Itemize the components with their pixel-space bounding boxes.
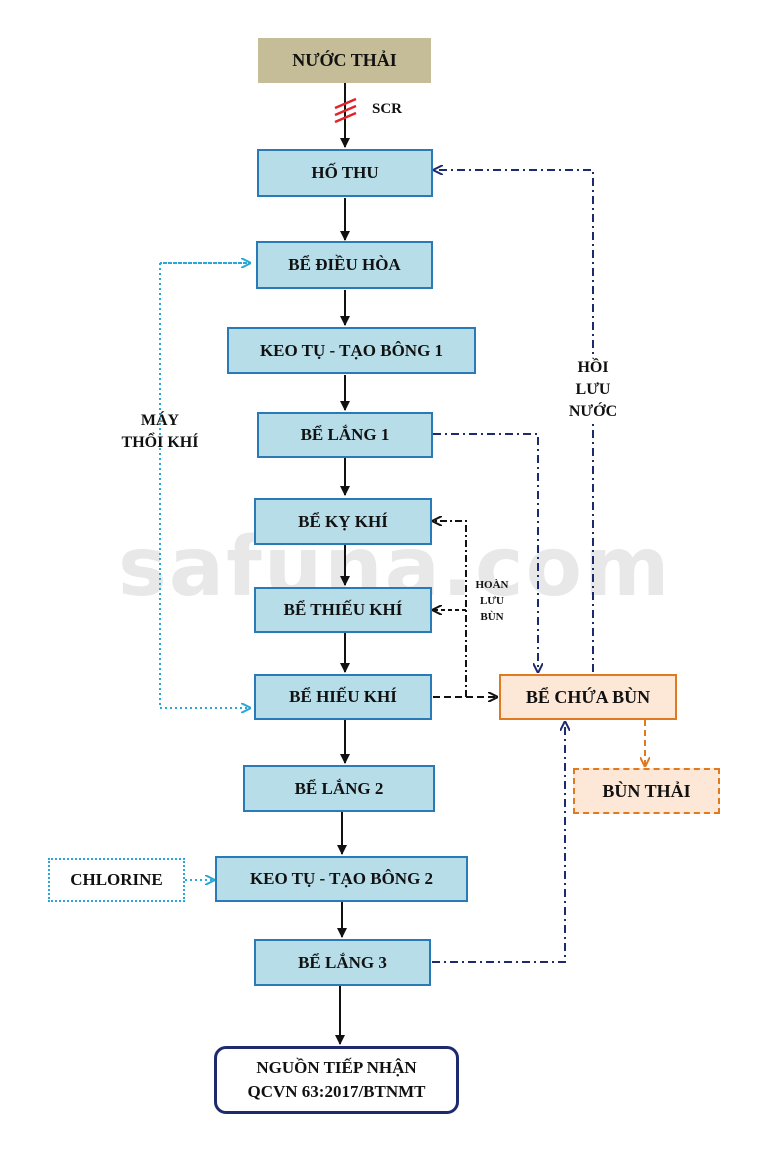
node-be-thieu-khi: BỂ THIẾU KHÍ bbox=[254, 587, 432, 633]
node-be-ky-khi: BỂ KỴ KHÍ bbox=[254, 498, 432, 545]
label-hoi-luu-nuoc: HỒI LƯU NƯỚC bbox=[553, 357, 633, 423]
label-may-thoi-khi: MÁY THỔI KHÍ bbox=[121, 412, 199, 451]
node-chlorine: CHLORINE bbox=[48, 858, 185, 902]
label-scr: SCR bbox=[372, 101, 403, 117]
node-bun-thai: BÙN THẢI bbox=[573, 768, 720, 814]
label-hoan-luu-bun: HOÀN LƯU BÙN bbox=[475, 579, 509, 623]
node-be-lang-2: BỂ LẮNG 2 bbox=[243, 765, 435, 812]
node-be-lang-3: BỂ LẮNG 3 bbox=[254, 939, 431, 986]
node-be-lang-1: BỂ LẮNG 1 bbox=[257, 412, 433, 458]
node-be-dieu-hoa: BỂ ĐIỀU HÒA bbox=[256, 241, 433, 289]
node-ho-thu: HỐ THU bbox=[257, 149, 433, 197]
node-keo-tu-2: KEO TỤ - TẠO BÔNG 2 bbox=[215, 856, 468, 902]
node-nuoc-thai: NƯỚC THẢI bbox=[258, 38, 431, 83]
node-be-chua-bun: BỂ CHỨA BÙN bbox=[499, 674, 677, 720]
nguon-line-2: QCVN 63:2017/BTNMT bbox=[247, 1082, 426, 1101]
node-keo-tu-1: KEO TỤ - TẠO BÔNG 1 bbox=[227, 327, 476, 374]
node-be-hieu-khi: BỂ HIẾU KHÍ bbox=[254, 674, 432, 720]
screen-icon bbox=[334, 97, 357, 124]
nguon-line-1: NGUỒN TIẾP NHẬN bbox=[256, 1058, 417, 1077]
node-nguon-tiep-nhan: NGUỒN TIẾP NHẬN QCVN 63:2017/BTNMT bbox=[214, 1046, 459, 1114]
